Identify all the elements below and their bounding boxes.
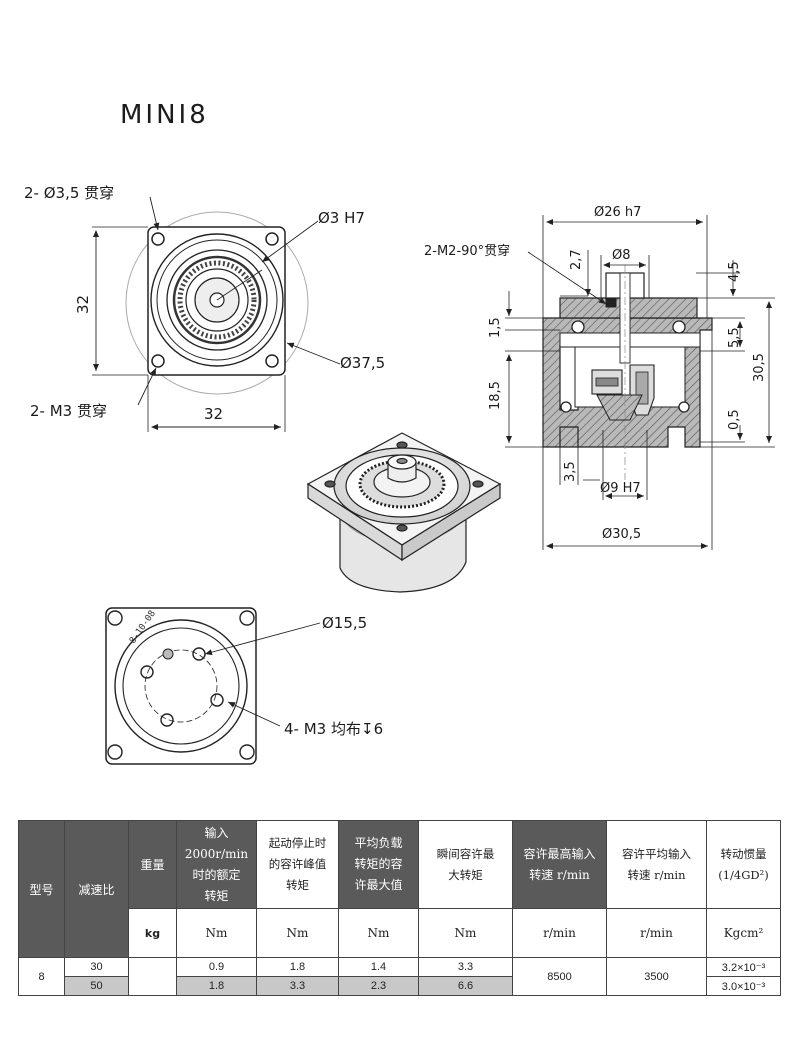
cell-weight — [128, 957, 177, 996]
header-inertia: 转动惯量 (1/4GD²) — [706, 820, 781, 909]
hdr-line: 瞬间容许最 — [436, 846, 495, 861]
cell-instant: 6.6 — [418, 976, 513, 996]
unit-max-speed: r/min — [512, 908, 607, 958]
threads-text: 4- M3 均布 — [284, 720, 361, 738]
cell-ratio: 50 — [64, 976, 129, 996]
header-model: 型号 — [18, 820, 65, 958]
bottom-threads-label: 4- M3 均布↧6 — [284, 718, 383, 739]
hdr-line: 转动惯量 — [720, 846, 767, 861]
unit-avg-torque: Nm — [338, 908, 419, 958]
unit-avg-speed: r/min — [606, 908, 707, 958]
depth-symbol-icon: ↧ — [360, 720, 374, 738]
cell-rated: 1.8 — [176, 976, 257, 996]
hdr-line: 起动停止时 — [268, 836, 327, 850]
width-horizontal-label: 32 — [204, 405, 224, 423]
hdr-line: (1/4GD²) — [718, 867, 769, 882]
pcd-label: Ø15,5 — [322, 614, 368, 632]
header-instant-torque: 瞬间容许最 大转矩 — [418, 820, 513, 909]
shaft-diameter-label: Ø26 h7 — [594, 205, 642, 220]
header-max-speed: 容许最高输入 转速 r/min — [512, 820, 607, 909]
hdr-line: 的容许峰值 — [268, 857, 327, 871]
unit-instant-torque: Nm — [418, 908, 513, 958]
cell-avg-speed: 3500 — [606, 957, 707, 996]
hdr-line: 容许最高输入 — [523, 846, 596, 861]
hdr-line: 转矩的容 — [354, 857, 403, 871]
body-diameter-label: Ø30,5 — [602, 527, 642, 542]
hdr-line: 平均负载 — [354, 836, 403, 850]
header-weight: 重量 — [128, 820, 177, 909]
cell-instant: 3.3 — [418, 957, 513, 977]
dim-18-5-label: 18,5 — [488, 381, 503, 410]
product-title: MINI8 — [120, 100, 209, 130]
bore-label: Ø3 H7 — [318, 209, 365, 227]
cell-model: 8 — [18, 957, 65, 996]
cell-avg: 1.4 — [338, 957, 419, 977]
table-row: 8 30 0.9 1.8 1.4 3.3 8500 3500 3.2×10⁻³ — [18, 957, 781, 996]
dim-4-5-label: 4,5 — [727, 261, 742, 282]
isometric-render — [306, 432, 502, 593]
cell-rated: 0.9 — [176, 957, 257, 977]
width-vertical-label: 32 — [74, 294, 92, 314]
bottom-bore-label: Ø9 H7 — [600, 481, 641, 496]
unit-inertia: Kgcm² — [706, 908, 781, 958]
technical-drawing — [92, 196, 775, 765]
hdr-line: 大转矩 — [448, 867, 483, 882]
table-row: 50 1.8 3.3 2.3 6.6 3.0×10⁻³ — [19, 976, 781, 996]
inner-diameter-label: Ø8 — [612, 248, 631, 263]
dim-3-5-label: 3,5 — [563, 461, 578, 482]
through-hole-label: 2- Ø3,5 贯穿 — [24, 184, 115, 202]
bottom-view — [105, 607, 321, 765]
unit-rated-torque: Nm — [176, 908, 257, 958]
hdr-line: 许最大值 — [354, 878, 403, 892]
hdr-line: 转速 r/min — [627, 867, 686, 882]
cell-ratio: 30 — [64, 957, 129, 977]
header-avg-speed: 容许平均输入 转速 r/min — [606, 820, 707, 909]
cell-peak: 1.8 — [256, 957, 339, 977]
cell-peak: 3.3 — [256, 976, 339, 996]
dim-30-5-label: 30,5 — [752, 353, 767, 382]
hdr-line: 时的额定 — [192, 867, 241, 882]
header-rated-torque: 输入 2000r/min 时的额定 转矩 — [176, 820, 257, 909]
cell-max-speed: 8500 — [512, 957, 607, 996]
hdr-line: 2000r/min — [184, 846, 249, 861]
hdr-line: 转矩 — [286, 878, 309, 892]
dim-0-5-label: 0,5 — [727, 409, 742, 430]
section-view — [505, 215, 775, 550]
unit-weight: kg — [128, 908, 177, 958]
flange-diameter-label: Ø37,5 — [340, 354, 386, 372]
header-peak-torque: 起动停止时 的容许峰值 转矩 — [256, 820, 339, 909]
cell-inertia: 3.0×10⁻³ — [706, 976, 781, 996]
hdr-line: 转矩 — [204, 888, 229, 903]
top-view — [92, 196, 341, 432]
depth-value: 6 — [373, 720, 384, 738]
set-screw-label: 2-M2-90°贯穿 — [424, 244, 511, 259]
hdr-line: 转速 r/min — [529, 867, 590, 882]
hdr-line: 输入 — [204, 825, 229, 840]
spec-table: 型号 减速比 重量 输入 2000r/min 时的额定 转矩 起动停止时 的容许… — [18, 820, 781, 996]
thread-through-label: 2- M3 贯穿 — [30, 402, 107, 420]
header-ratio: 减速比 — [64, 820, 129, 958]
cell-avg: 2.3 — [338, 976, 419, 996]
dim-2-7-label: 2,7 — [569, 249, 584, 270]
cell-inertia: 3.2×10⁻³ — [706, 957, 781, 977]
unit-peak-torque: Nm — [256, 908, 339, 958]
dim-1-5-label: 1,5 — [488, 317, 503, 338]
dim-5-5-label: 5,5 — [727, 327, 742, 348]
hdr-line: 容许平均输入 — [622, 846, 691, 861]
header-avg-torque: 平均负载 转矩的容 许最大值 — [338, 820, 419, 909]
